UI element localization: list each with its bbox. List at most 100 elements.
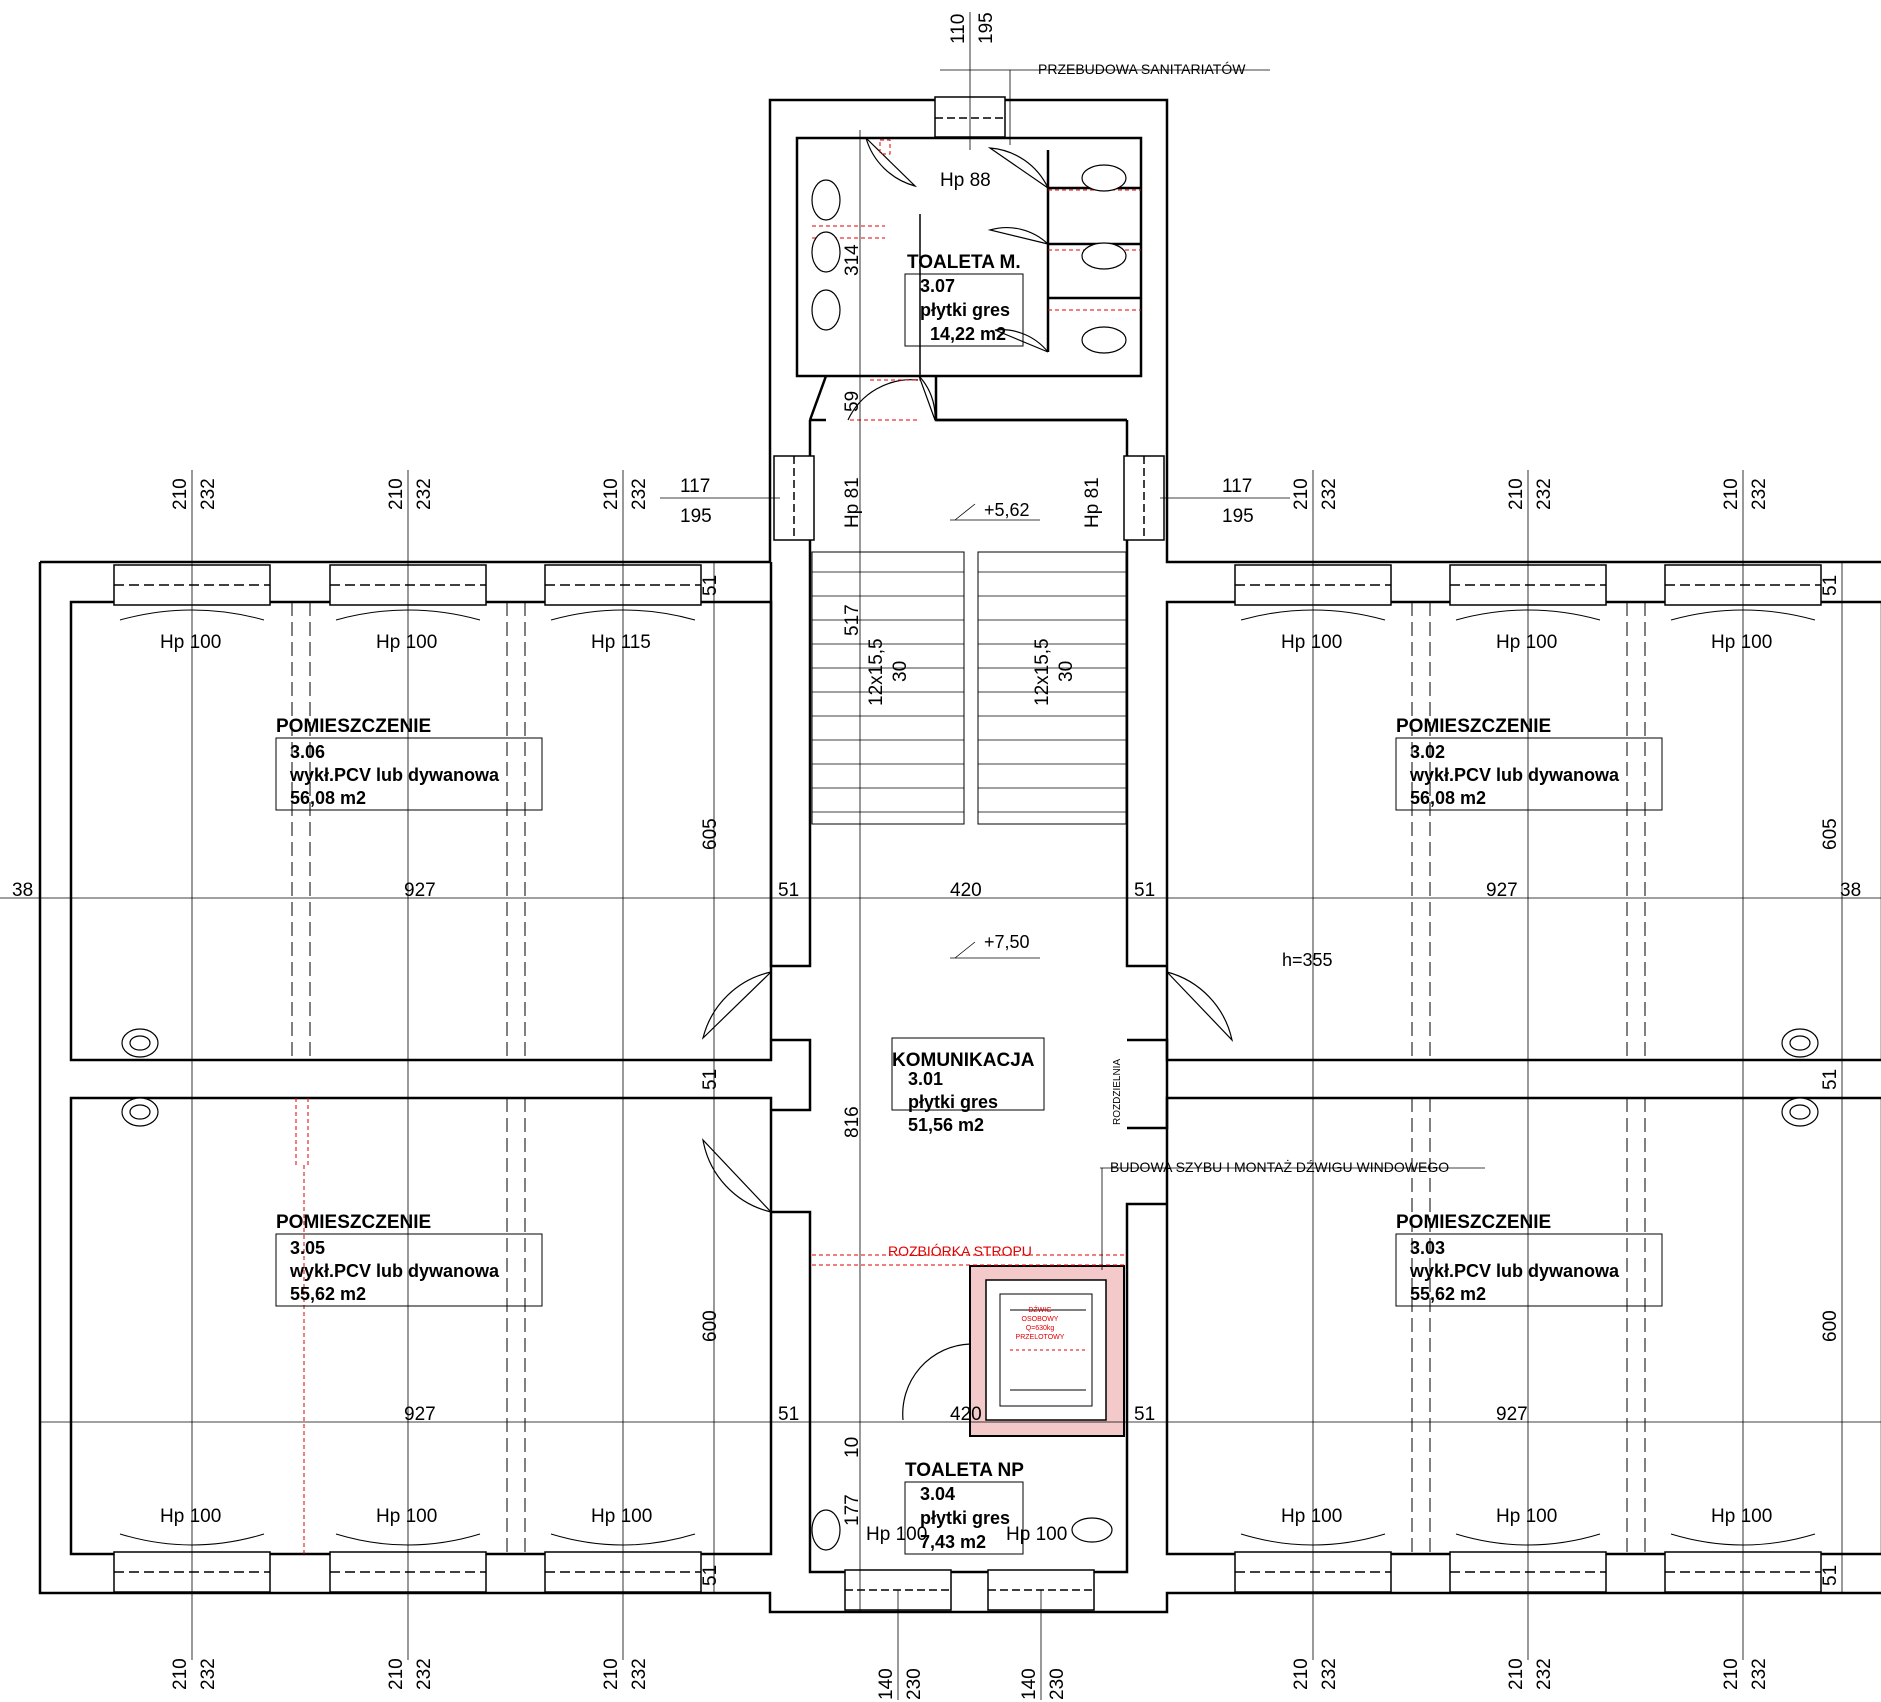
dim: 51: [700, 1565, 721, 1586]
dim: 232: [1319, 478, 1340, 510]
wall-room-307: [795, 136, 1143, 378]
dim: 232: [414, 478, 435, 510]
level-marker-upper: +5,62: [984, 500, 1030, 520]
annotations: PRZEBUDOWA SANITARIATÓW BUDOWA SZYBU I M…: [888, 61, 1449, 1259]
dim: 816: [842, 1106, 863, 1138]
room-name: POMIESZCZENIE: [1396, 1212, 1551, 1233]
room-number: 3.03: [1410, 1238, 1445, 1258]
annotation-budowa-szybu: BUDOWA SZYBU I MONTAŻ DŹWIGU WINDOWEGO: [1110, 1158, 1449, 1175]
dim: 140: [1019, 1668, 1040, 1700]
stairs: [811, 551, 1127, 825]
dim: 38: [1840, 880, 1861, 901]
dim: 232: [1749, 478, 1770, 510]
wall-room-305: [69, 1096, 773, 1556]
window-height: Hp 100: [376, 632, 437, 653]
toilet-icon: [1081, 164, 1127, 192]
sink-icon: [811, 231, 841, 273]
room-302-label: POMIESZCZENIE 3.02 wykł.PCV lub dywanowa…: [1396, 716, 1620, 808]
room-number: 3.02: [1410, 742, 1445, 762]
window-height: Hp 81: [842, 477, 863, 528]
dim: 51: [1820, 1069, 1841, 1090]
dim: 210: [601, 1658, 622, 1690]
window-height: Hp 88: [940, 170, 991, 191]
sink-icon: [811, 289, 841, 331]
dim: 232: [1534, 1658, 1555, 1690]
annotation-rozbiorka: ROZBIÓRKA STROPU: [888, 1243, 1032, 1259]
dim: 210: [1291, 478, 1312, 510]
room-303-label: POMIESZCZENIE 3.03 wykł.PCV lub dywanowa…: [1396, 1212, 1620, 1304]
elevator-label-1: DŹWIG: [1028, 1305, 1051, 1314]
room-name: POMIESZCZENIE: [276, 716, 431, 737]
dim: 420: [950, 880, 982, 901]
dim: 195: [680, 506, 712, 527]
dim: 210: [386, 478, 407, 510]
room-number: 3.01: [908, 1069, 943, 1089]
dim: 195: [976, 12, 997, 44]
elevator-shaft: DŹWIG OSOBOWY Q=630kg PRZELOTOWY: [969, 1265, 1125, 1437]
room-304-label: TOALETA NP 3.04 płytki gres 7,43 m2: [905, 1460, 1024, 1552]
dim: 927: [404, 880, 436, 901]
dim: 210: [601, 478, 622, 510]
stair-dim: 12x15,5: [866, 638, 887, 706]
dim: 210: [1721, 1658, 1742, 1690]
sink-icon: [811, 1509, 841, 1551]
dim: 927: [1496, 1404, 1528, 1425]
dim: 51: [700, 1069, 721, 1090]
dim: 210: [1721, 478, 1742, 510]
window-height: Hp 100: [1711, 1506, 1772, 1527]
room-name: KOMUNIKACJA: [892, 1050, 1035, 1071]
room-name: POMIESZCZENIE: [1396, 716, 1551, 737]
stair-dim: 12x15,5: [1032, 638, 1053, 706]
room-name: TOALETA NP: [905, 1460, 1024, 1481]
room-area: 55,62 m2: [290, 1284, 366, 1304]
dim: 38: [12, 880, 33, 901]
dim: 59: [842, 391, 863, 412]
dim: 51: [1820, 575, 1841, 596]
room-area: 55,62 m2: [1410, 1284, 1486, 1304]
room-floor: wykł.PCV lub dywanowa: [289, 765, 500, 785]
dim: 210: [386, 1658, 407, 1690]
window-height: Hp 100: [1496, 632, 1557, 653]
dim: 210: [1506, 1658, 1527, 1690]
elevator-label-4: PRZELOTOWY: [1016, 1334, 1065, 1341]
room-floor: wykł.PCV lub dywanowa: [1409, 1261, 1620, 1281]
dim: 605: [700, 818, 721, 850]
window-height: Hp 100: [1281, 632, 1342, 653]
dim: 232: [1534, 478, 1555, 510]
elevator-label-2: OSOBOWY: [1022, 1316, 1059, 1323]
dim: 232: [198, 1658, 219, 1690]
annotation-przebudowa: PRZEBUDOWA SANITARIATÓW: [1038, 61, 1246, 77]
dim: 232: [1319, 1658, 1340, 1690]
dim: 517: [842, 604, 863, 636]
room-305-label: POMIESZCZENIE 3.05 wykł.PCV lub dywanowa…: [276, 1212, 500, 1304]
room-area: 7,43 m2: [920, 1532, 986, 1552]
wall-room-306: [69, 600, 773, 1062]
stair-dim: 30: [1056, 661, 1077, 682]
dim: 195: [1222, 506, 1254, 527]
window-height: Hp 100: [1711, 632, 1772, 653]
dim: 232: [414, 1658, 435, 1690]
dimension-lines: [0, 12, 1881, 1700]
dim: 232: [629, 1658, 650, 1690]
toilet-icon: [1071, 1517, 1113, 1543]
window-height: Hp 100: [376, 1506, 437, 1527]
window-height: Hp 100: [1281, 1506, 1342, 1527]
dim: 210: [170, 1658, 191, 1690]
room-area: 56,08 m2: [290, 788, 366, 808]
dim: 230: [1047, 1668, 1068, 1700]
toilet-icon: [1081, 242, 1127, 270]
dim: 51: [1134, 1404, 1155, 1425]
room-name: POMIESZCZENIE: [276, 1212, 431, 1233]
window-height-labels: Hp 100 Hp 100 Hp 115 Hp 100 Hp 100 Hp 10…: [160, 170, 1772, 1545]
dimension-texts: 210 232 210 232 210 232 210 232 210 232 …: [12, 12, 1861, 1700]
window-height: Hp 100: [1496, 1506, 1557, 1527]
room-number: 3.04: [920, 1484, 955, 1504]
dim: 51: [778, 1404, 799, 1425]
beam-lines: [291, 602, 1646, 1554]
room-number: 3.07: [920, 276, 955, 296]
dim: 10: [842, 1437, 863, 1458]
fixtures: [121, 164, 1819, 1551]
annotation-rozdzielnia: ROZDZIELNIA: [1112, 1059, 1123, 1125]
annotation-ceiling-height: h=355: [1282, 950, 1333, 970]
